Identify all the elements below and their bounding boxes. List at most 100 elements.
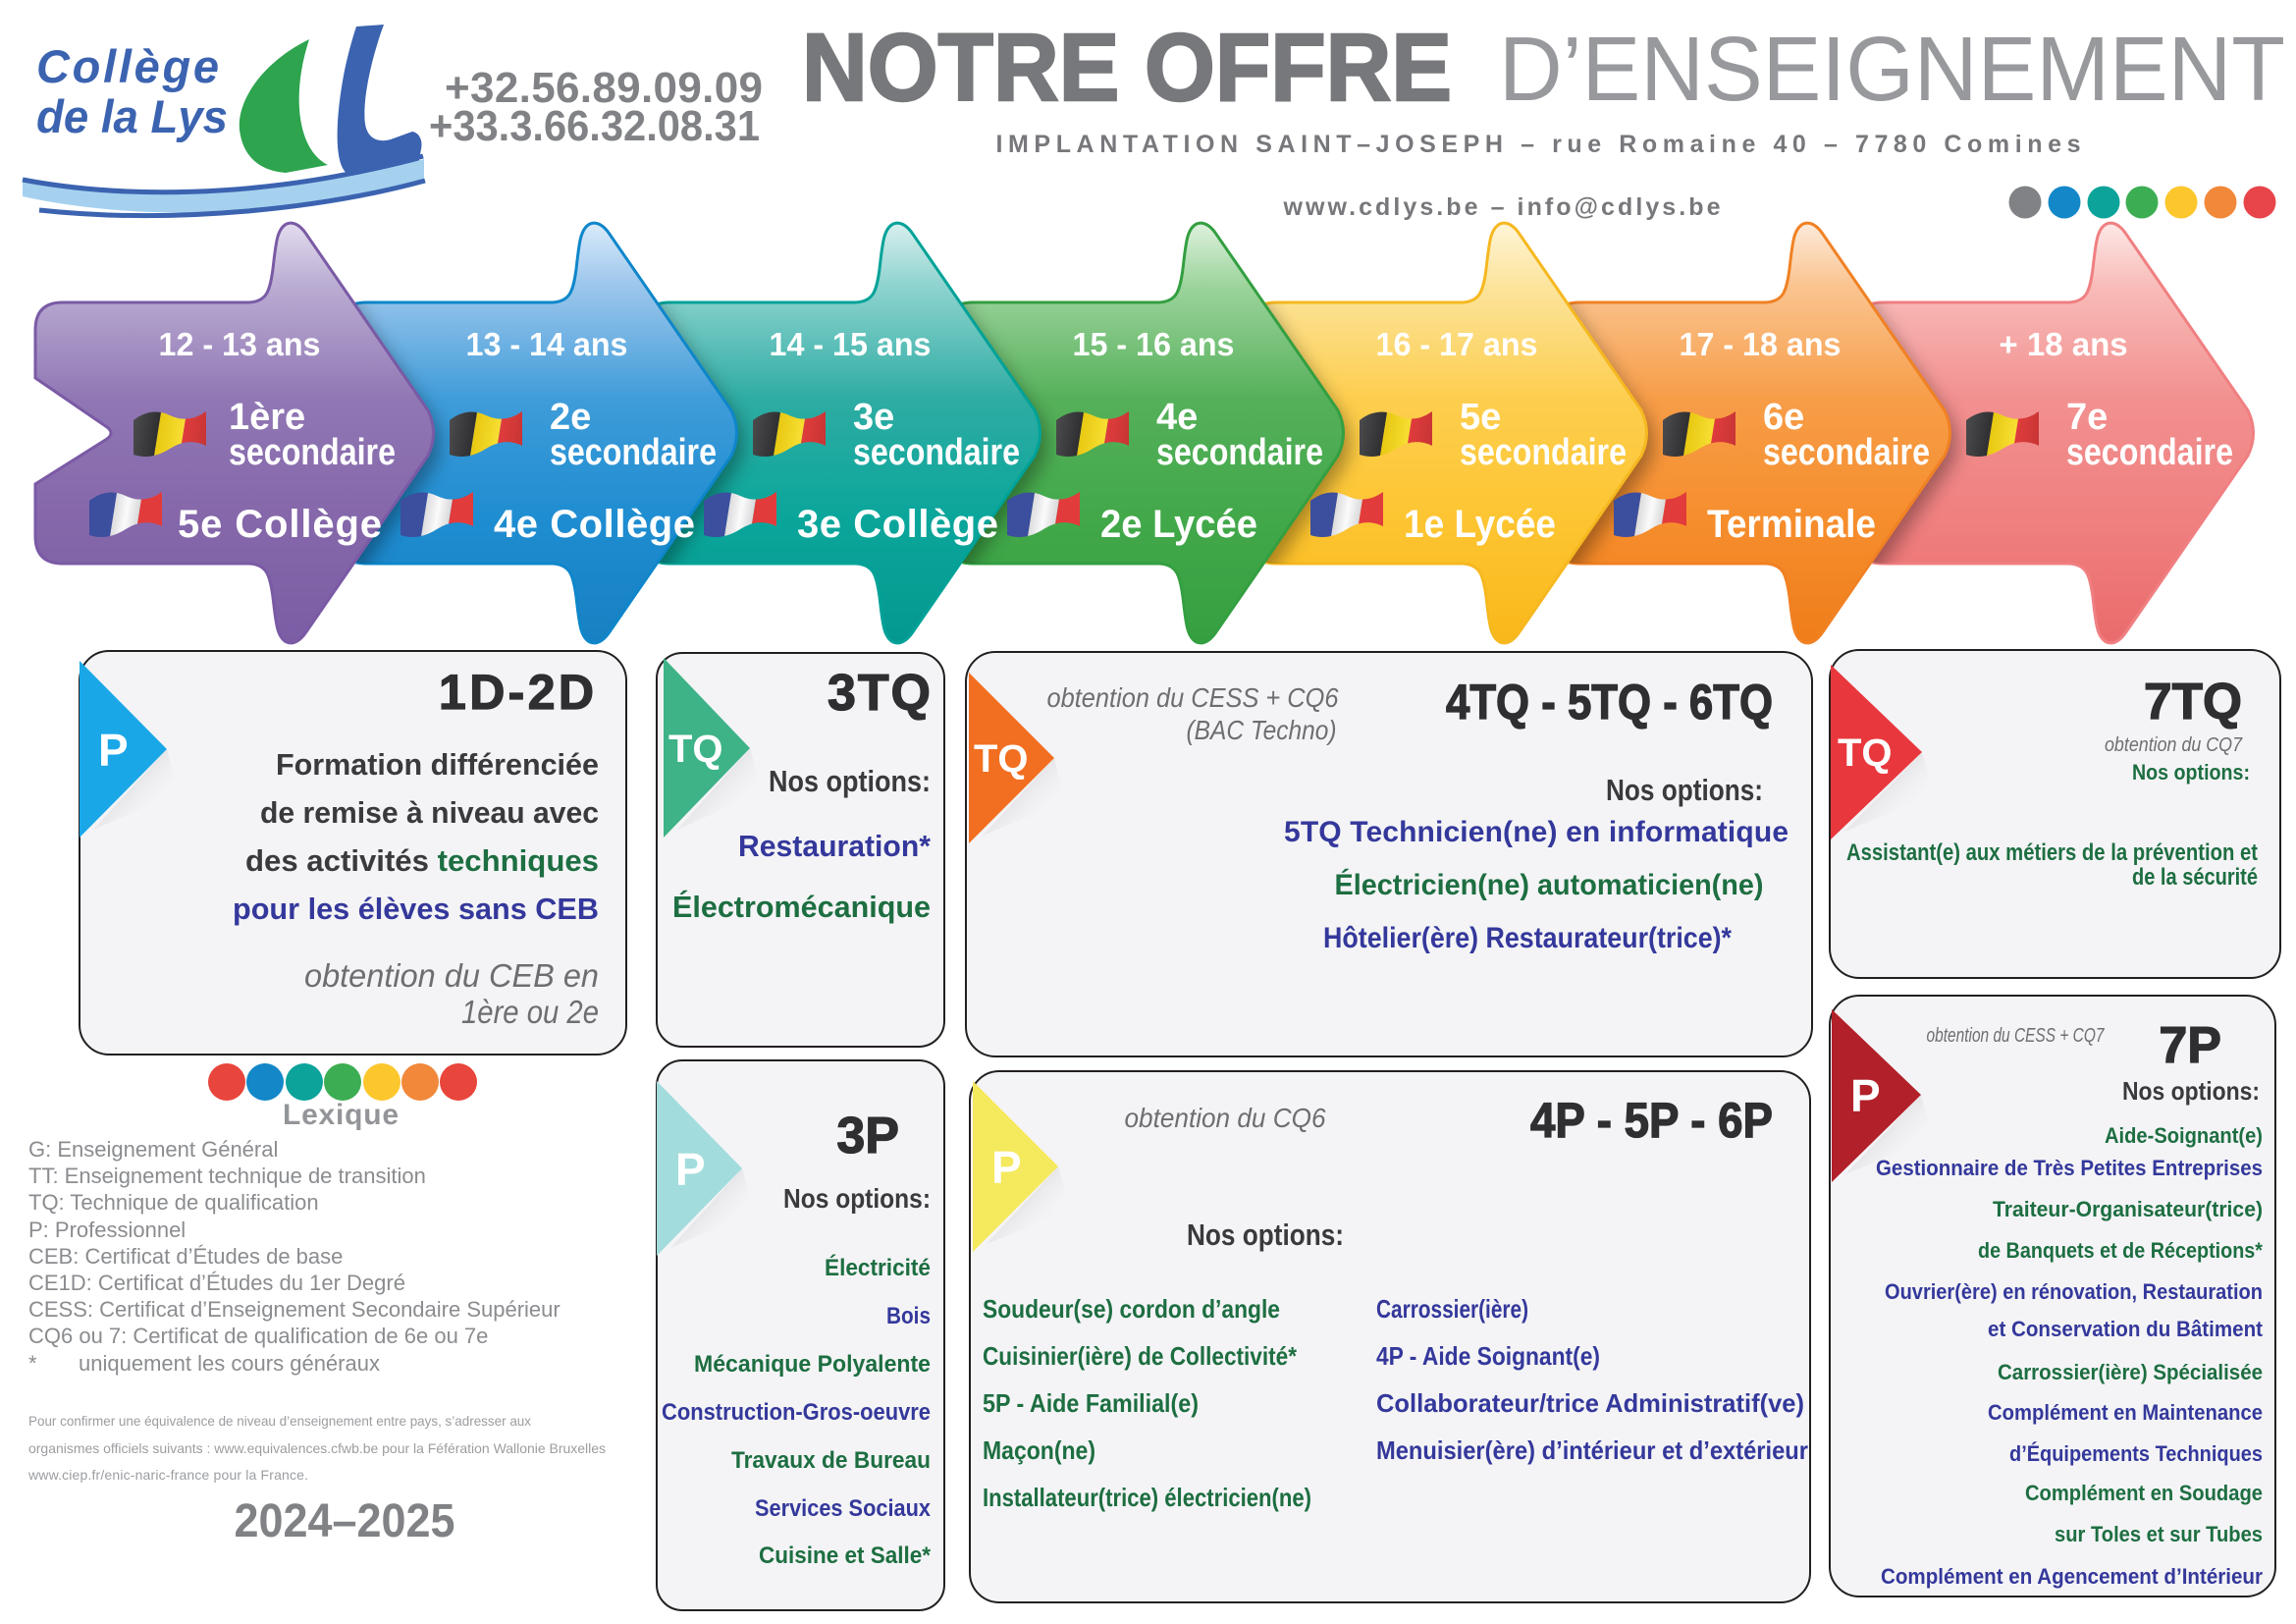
svg-text:5e: 5e [1460,397,1501,438]
svg-text:secondaire: secondaire [1763,432,1930,473]
svg-text:Nos options:: Nos options: [1606,773,1763,807]
svg-text:1e Lycée: 1e Lycée [1404,503,1556,546]
svg-text:Collaborateur/trice Administra: Collaborateur/trice Administratif(ve) [1376,1388,1804,1418]
svg-text:NOTRE OFFRE: NOTRE OFFRE [802,14,1452,121]
svg-text:Électricien(ne) automaticien(n: Électricien(ne) automaticien(ne) [1335,868,1764,901]
svg-text:*: * [28,1351,37,1376]
svg-text:Soudeur(se) cordon d’angle: Soudeur(se) cordon d’angle [983,1294,1280,1324]
svg-text:3P: 3P [836,1108,899,1164]
svg-text:Travaux de Bureau: Travaux de Bureau [731,1447,931,1474]
svg-text:D’ENSEIGNEMENT: D’ENSEIGNEMENT [1499,18,2285,120]
svg-text:uniquement les cours généraux: uniquement les cours généraux [79,1351,380,1376]
svg-text:www.cdlys.be – info@cdlys.be: www.cdlys.be – info@cdlys.be [1283,193,1721,221]
svg-text:(BAC Techno): (BAC Techno) [1187,715,1337,745]
svg-text:Collège: Collège [36,40,219,92]
svg-text:www.ciep.fr/enic-naric-france: www.ciep.fr/enic-naric-france pour la Fr… [27,1467,308,1483]
svg-text:TQ: TQ [974,737,1029,781]
svg-text:Bois: Bois [886,1303,931,1329]
svg-text:de Banquets et de Réceptions*: de Banquets et de Réceptions* [1978,1238,2263,1263]
svg-text:P: P [675,1144,706,1195]
svg-text:2e: 2e [550,397,591,438]
svg-text:obtention du CQ6: obtention du CQ6 [1125,1103,1326,1133]
svg-text:4P - 5P - 6P: 4P - 5P - 6P [1530,1093,1773,1148]
svg-text:Nos options:: Nos options: [2122,1076,2260,1106]
svg-text:7P: 7P [2159,1017,2221,1074]
svg-text:1D-2D: 1D-2D [439,665,594,720]
svg-text:des activités techniques: des activités techniques [245,843,599,878]
svg-text:TT: Enseignement technique de: TT: Enseignement technique de transition [28,1164,426,1188]
svg-text:de remise à niveau avec: de remise à niveau avec [260,795,599,830]
svg-text:secondaire: secondaire [2066,432,2233,473]
svg-text:4e: 4e [1156,397,1198,438]
svg-text:4e Collège: 4e Collège [494,503,695,546]
svg-text:17 - 18 ans: 17 - 18 ans [1680,326,1842,362]
svg-text:1ère: 1ère [229,397,305,438]
svg-text:Électromécanique: Électromécanique [672,890,931,924]
svg-text:CEB: Certificat d’Études de ba: CEB: Certificat d’Études de base [28,1244,343,1269]
svg-text:Cuisine et Salle*: Cuisine et Salle* [759,1543,932,1569]
svg-text:Services Sociaux: Services Sociaux [755,1495,932,1522]
svg-text:TQ: TQ [668,728,723,771]
svg-text:Hôtelier(ère) Restaurateur(tri: Hôtelier(ère) Restaurateur(trice)* [1323,922,1732,954]
svg-text:5e Collège: 5e Collège [178,503,382,546]
svg-text:obtention du CEB en: obtention du CEB en [304,957,599,994]
svg-text:Gestionnaire de Très Petites E: Gestionnaire de Très Petites Entreprises [1876,1156,2263,1180]
svg-text:Cuisinier(ière) de Collectivit: Cuisinier(ière) de Collectivité* [983,1341,1298,1371]
svg-text:Mécanique Polyalente: Mécanique Polyalente [694,1351,931,1378]
svg-text:5TQ Technicien(ne) en informat: 5TQ Technicien(ne) en informatique [1284,816,1789,848]
svg-text:pour les élèves sans CEB: pour les élèves sans CEB [233,892,599,926]
svg-text:1ère ou 2e: 1ère ou 2e [461,994,599,1030]
svg-text:Électricité: Électricité [825,1254,931,1281]
svg-text:Ouvrier(ère) en rénovation, Re: Ouvrier(ère) en rénovation, Restauration [1885,1279,2263,1304]
svg-text:+ 18 ans: + 18 ans [1999,326,2127,362]
svg-text:CE1D: Certificat d’Études du 1: CE1D: Certificat d’Études du 1er Degré [28,1271,405,1295]
svg-text:TQ: TQ [1838,731,1893,775]
svg-text:Carrossier(ière): Carrossier(ière) [1376,1294,1528,1324]
svg-text:4P - Aide Soignant(e): 4P - Aide Soignant(e) [1376,1341,1600,1371]
svg-text:Complément en Soudage: Complément en Soudage [2025,1481,2263,1505]
svg-text:secondaire: secondaire [853,432,1020,473]
svg-text:2024–2025: 2024–2025 [235,1495,455,1547]
svg-text:13 - 14 ans: 13 - 14 ans [466,326,628,362]
svg-text:Restauration*: Restauration* [738,829,932,863]
svg-text:CESS: Certificat d’Enseignemen: CESS: Certificat d’Enseignement Secondai… [28,1297,561,1322]
svg-text:Construction-Gros-oeuvre: Construction-Gros-oeuvre [662,1399,931,1426]
svg-text:Complément en Maintenance: Complément en Maintenance [1988,1400,2263,1425]
svg-text:G: Enseignement Général: G: Enseignement Général [28,1137,278,1162]
svg-text:6e: 6e [1763,397,1804,438]
svg-text:14 - 15 ans: 14 - 15 ans [770,326,932,362]
svg-text:et Conservation du Bâtiment: et Conservation du Bâtiment [1988,1317,2264,1341]
svg-text:3e: 3e [853,397,894,438]
svg-text:5P - Aide Familial(e): 5P - Aide Familial(e) [983,1388,1199,1418]
svg-text:+33.3.66.32.08.31: +33.3.66.32.08.31 [429,102,760,150]
svg-text:Menuisier(ère) d’intérieur et: Menuisier(ère) d’intérieur et d’extérieu… [1376,1435,1808,1465]
svg-text:Installateur(trice) électricie: Installateur(trice) électricien(ne) [983,1483,1311,1512]
svg-text:Nos options:: Nos options: [1187,1218,1344,1252]
svg-text:obtention du CQ7: obtention du CQ7 [2105,734,2243,756]
svg-text:P: P [991,1142,1022,1193]
svg-text:Complément en Agencement d’Int: Complément en Agencement d’Intérieur [1881,1564,2263,1589]
svg-text:secondaire: secondaire [229,432,396,473]
svg-text:Maçon(ne): Maçon(ne) [983,1435,1095,1465]
svg-text:Terminale: Terminale [1707,503,1876,546]
svg-text:P: Professionnel: P: Professionnel [28,1218,186,1242]
svg-text:Lexique: Lexique [283,1099,399,1131]
svg-text:CQ6 ou 7: Certificat de qualif: CQ6 ou 7: Certificat de qualification de… [28,1324,488,1348]
svg-text:P: P [98,725,129,776]
svg-text:obtention du CESS + CQ7: obtention du CESS + CQ7 [1927,1025,2106,1047]
svg-text:7TQ: 7TQ [2144,674,2242,731]
svg-text:organismes officiels suivants: organismes officiels suivants : www.equi… [28,1440,606,1456]
svg-text:Formation différenciée: Formation différenciée [276,747,599,782]
svg-text:secondaire: secondaire [550,432,717,473]
svg-text:Traiteur-Organisateur(trice): Traiteur-Organisateur(trice) [1993,1197,2263,1221]
svg-text:Carrossier(ière) Spécialisée: Carrossier(ière) Spécialisée [1998,1360,2263,1384]
svg-text:12 - 13 ans: 12 - 13 ans [159,326,321,362]
svg-text:Nos options:: Nos options: [2132,760,2250,785]
svg-text:Assistant(e) aux métiers de la: Assistant(e) aux métiers de la préventio… [1846,839,2258,866]
svg-text:obtention du CESS + CQ6: obtention du CESS + CQ6 [1047,682,1339,713]
svg-text:2e Lycée: 2e Lycée [1100,503,1257,546]
svg-text:4TQ - 5TQ - 6TQ: 4TQ - 5TQ - 6TQ [1446,675,1773,730]
svg-text:secondaire: secondaire [1156,432,1323,473]
svg-text:Aide-Soignant(e): Aide-Soignant(e) [2105,1123,2263,1148]
svg-text:Nos options:: Nos options: [783,1183,931,1214]
